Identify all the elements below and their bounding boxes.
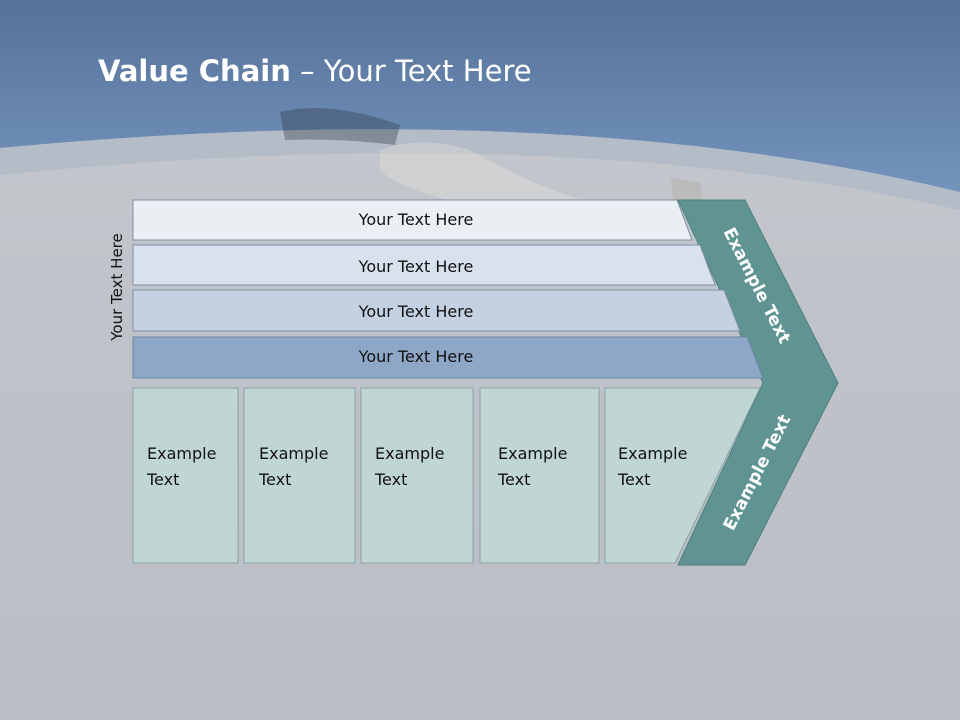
support-row-1 bbox=[132, 199, 693, 241]
primary-box-5-line1: Example bbox=[618, 444, 687, 463]
support-row-2 bbox=[132, 244, 716, 286]
reflection-line2-3: Text bbox=[374, 639, 407, 658]
primary-box-4-line2: Text bbox=[497, 470, 530, 489]
reflection-line2-5: Text bbox=[617, 639, 650, 658]
slide-title: Value Chain – Your Text Here bbox=[98, 54, 532, 88]
slide-title-rest: – Your Text Here bbox=[290, 54, 532, 88]
primary-box-5 bbox=[604, 387, 761, 564]
support-row-2-label: Your Text Here bbox=[358, 257, 474, 276]
primary-box-2-line1: Example bbox=[259, 444, 328, 463]
primary-box-5-line2: Text bbox=[617, 470, 650, 489]
primary-box-2-line2: Text bbox=[258, 470, 291, 489]
slide-title-bold: Value Chain bbox=[98, 54, 291, 88]
reflection-line1-5: Example bbox=[618, 665, 687, 684]
support-row-3 bbox=[132, 289, 741, 332]
reflection-line2-2: Text bbox=[258, 639, 291, 658]
support-row-4-label: Your Text Here bbox=[358, 347, 474, 366]
support-row-1-label: Your Text Here bbox=[358, 210, 474, 229]
primary-box-4-line1: Example bbox=[498, 444, 567, 463]
primary-box-2 bbox=[243, 387, 356, 564]
primary-box-3 bbox=[360, 387, 474, 564]
primary-box-1-line2: Text bbox=[146, 470, 179, 489]
primary-box-4 bbox=[479, 387, 600, 564]
reflection-line2-1: Text bbox=[146, 639, 179, 658]
side-label: Your Text Here bbox=[108, 233, 126, 341]
support-row-3-label: Your Text Here bbox=[358, 302, 474, 321]
reflection-line1-2: Example bbox=[259, 665, 328, 684]
reflection-line1-1: Example bbox=[147, 665, 216, 684]
reflection-line1-4: Example bbox=[498, 665, 567, 684]
primary-box-3-line2: Text bbox=[374, 470, 407, 489]
reflection-line1-3: Example bbox=[375, 665, 444, 684]
primary-box-1 bbox=[132, 387, 239, 564]
header-band bbox=[0, 0, 960, 192]
primary-box-1-line1: Example bbox=[147, 444, 216, 463]
support-row-4 bbox=[132, 336, 764, 379]
header-arc bbox=[0, 129, 960, 210]
reflection-line2-4: Text bbox=[497, 639, 530, 658]
primary-box-3-line1: Example bbox=[375, 444, 444, 463]
reflection: Example Text Example Text Example Text E… bbox=[132, 563, 826, 720]
